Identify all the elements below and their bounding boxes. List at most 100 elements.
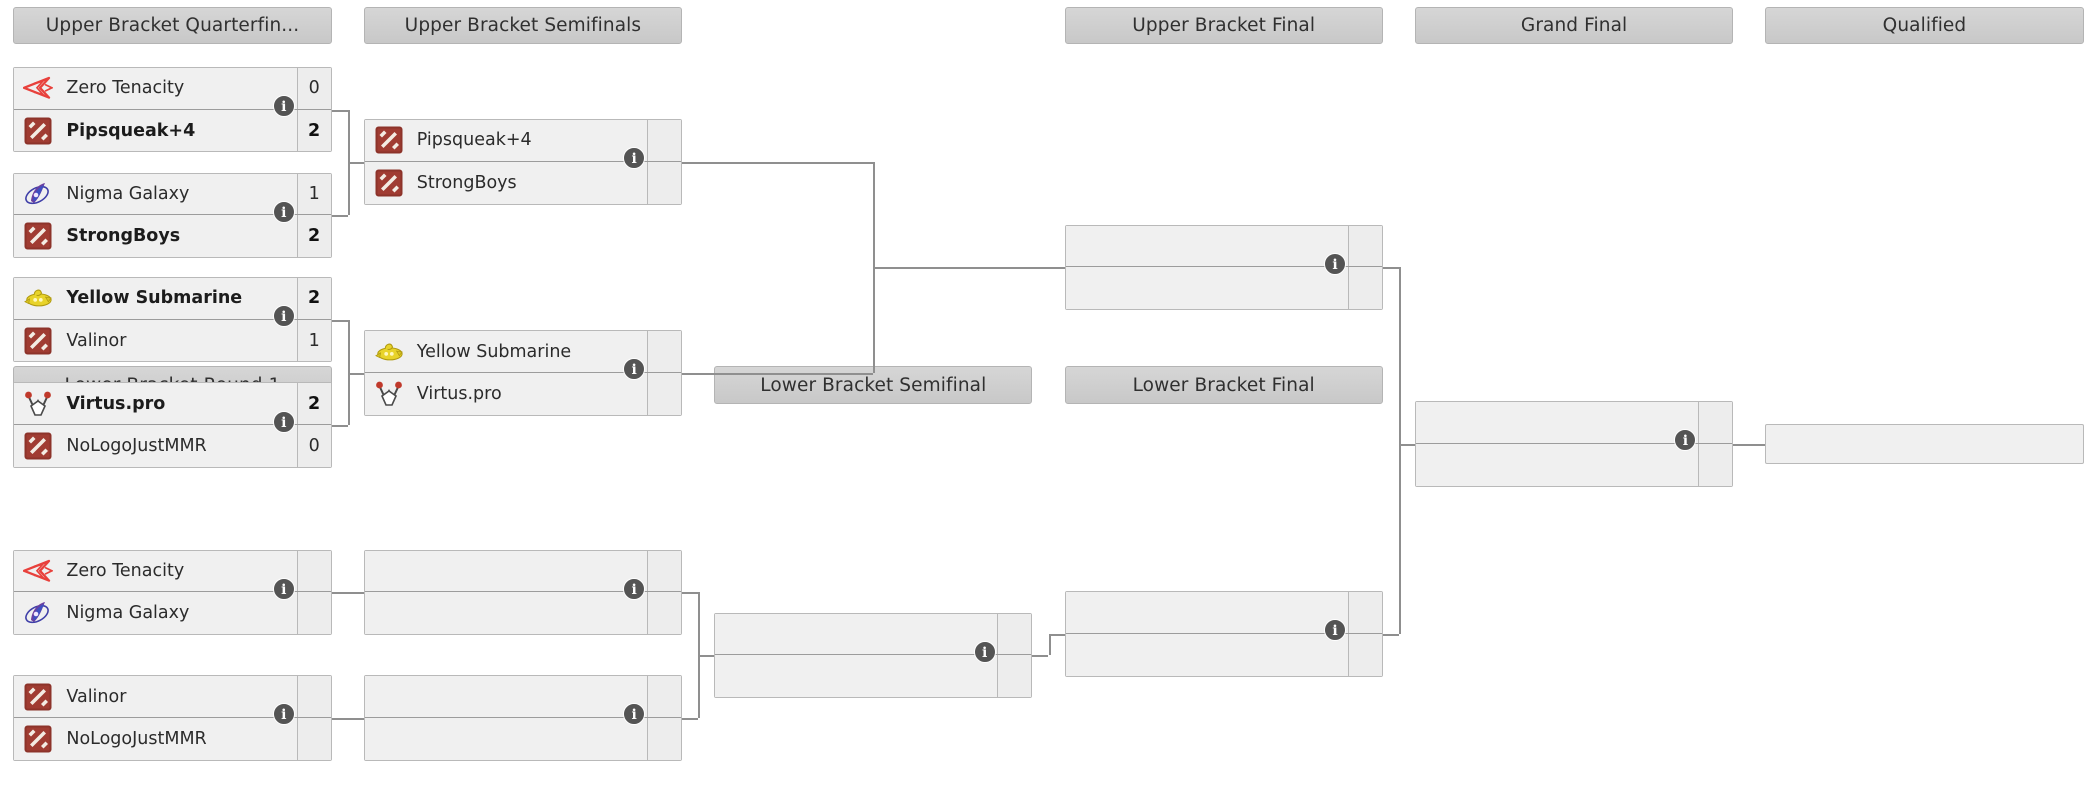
connector-line <box>1382 633 1399 636</box>
dota-default-logo-icon <box>375 169 403 197</box>
team-name: Pipsqueak+4 <box>66 120 196 141</box>
team-name: Zero Tenacity <box>66 561 185 582</box>
match-team-row[interactable] <box>1065 633 1382 676</box>
match-info-icon[interactable]: i <box>623 577 646 600</box>
team-score <box>1698 402 1733 443</box>
team-logo-placeholder-icon <box>724 661 754 691</box>
match-info-icon[interactable]: i <box>1324 252 1346 275</box>
dota-default-logo-icon <box>23 221 53 251</box>
connector-line <box>331 215 348 218</box>
match-team-row[interactable]: Virtus.pro <box>364 373 682 415</box>
nigma-galaxy-logo-icon <box>25 182 50 205</box>
match-team-row[interactable] <box>1065 225 1382 268</box>
match-info-icon[interactable]: i <box>272 200 295 223</box>
match-team-row[interactable] <box>1415 443 1733 486</box>
match-info-icon[interactable]: i <box>623 703 646 726</box>
nigma-galaxy-logo-icon <box>23 179 53 209</box>
match-team-row[interactable] <box>364 718 682 760</box>
qualified-slot[interactable] <box>1765 423 2084 465</box>
zero-tenacity-logo-icon <box>23 559 54 582</box>
dota-default-logo-icon <box>24 432 52 460</box>
match-team-row[interactable]: Nigma Galaxy <box>14 592 331 635</box>
upper-round-header[interactable]: Qualified <box>1765 6 2084 45</box>
virtus-pro-logo-icon <box>374 379 404 409</box>
zero-tenacity-logo-icon <box>23 73 54 103</box>
team-score <box>647 161 682 204</box>
dota-default-logo-icon <box>23 431 53 461</box>
connector-line <box>347 373 364 376</box>
team-logo-placeholder-icon <box>374 598 404 628</box>
team-name: Virtus.pro <box>66 393 166 414</box>
connector-line <box>347 161 364 164</box>
upper-round-header[interactable]: Upper Bracket Semifinals <box>363 6 683 45</box>
upper-round-header[interactable]: Grand Final <box>1414 6 1734 45</box>
match-info-icon[interactable]: i <box>973 640 996 663</box>
team-name: Valinor <box>66 330 127 351</box>
connector-line <box>1733 444 1750 446</box>
team-name: Virtus.pro <box>416 384 502 404</box>
match-team-row[interactable]: NoLogoJustMMR <box>14 718 331 760</box>
match-team-row[interactable] <box>715 655 1032 698</box>
team-score <box>997 655 1032 698</box>
team-score <box>647 676 682 718</box>
match-team-row[interactable]: StrongBoys <box>364 161 682 204</box>
team-score <box>647 120 682 161</box>
nigma-galaxy-logo-icon <box>25 602 50 624</box>
connector-line <box>698 655 715 658</box>
team-logo-placeholder-icon <box>374 682 404 712</box>
dota-default-logo-icon <box>24 725 52 753</box>
match-box[interactable] <box>363 549 683 636</box>
team-score: 2 <box>296 383 331 425</box>
connector-line <box>1749 444 1766 446</box>
match-team-row[interactable] <box>1065 267 1382 310</box>
match-info-icon[interactable]: i <box>1674 429 1697 452</box>
virtus-pro-logo-icon <box>375 381 402 406</box>
team-score <box>997 613 1032 655</box>
team-score <box>647 331 682 373</box>
team-score <box>1347 225 1382 267</box>
match-team-row[interactable]: Pipsqueak+4 2 <box>14 109 331 152</box>
lower-round-header[interactable]: Lower Bracket Final <box>1064 366 1383 404</box>
team-logo-placeholder-icon <box>724 619 754 649</box>
connector-line <box>347 718 364 721</box>
match-info-icon[interactable]: i <box>623 147 646 170</box>
connector-line <box>331 425 348 428</box>
match-info-icon[interactable]: i <box>272 410 295 433</box>
upper-round-header[interactable]: Upper Bracket Final <box>1064 6 1383 45</box>
connector-line <box>1382 267 1399 270</box>
match-box[interactable] <box>1064 224 1383 311</box>
nigma-galaxy-logo-icon <box>23 598 53 628</box>
match-team-row[interactable] <box>364 592 682 635</box>
dota-default-logo-icon <box>24 327 52 354</box>
match-info-icon[interactable]: i <box>623 358 646 381</box>
connector-line <box>873 267 1065 270</box>
team-score: 2 <box>296 109 331 152</box>
match-info-icon[interactable]: i <box>272 304 295 327</box>
connector-line <box>331 718 348 721</box>
team-logo-placeholder-icon <box>374 724 404 754</box>
team-score <box>296 718 331 760</box>
team-name: StrongBoys <box>66 226 181 247</box>
connector-line <box>331 319 348 322</box>
yellow-submarine-logo-icon <box>374 343 403 361</box>
connector-line <box>331 109 348 112</box>
team-logo-placeholder-icon <box>1075 640 1105 670</box>
dota-default-logo-icon <box>374 168 404 198</box>
yellow-submarine-logo-icon <box>24 289 53 307</box>
team-score <box>647 373 682 415</box>
upper-round-header[interactable]: Upper Bracket Quarterfin... <box>13 6 332 45</box>
team-logo-placeholder-icon <box>1425 408 1455 438</box>
match-info-icon[interactable]: i <box>1324 619 1346 642</box>
match-info-icon[interactable]: i <box>272 94 295 117</box>
match-info-icon[interactable]: i <box>272 703 295 726</box>
match-info-icon[interactable]: i <box>272 577 295 600</box>
team-score: 1 <box>296 173 331 215</box>
connector-line <box>331 592 348 595</box>
